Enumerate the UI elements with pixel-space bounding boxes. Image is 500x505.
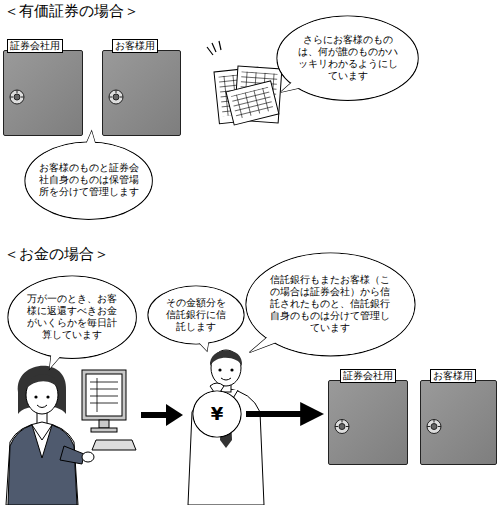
flow-arrow — [246, 411, 305, 417]
safe-dial — [328, 380, 408, 465]
safe-dial — [3, 50, 83, 136]
speech-bubble: 万が一のとき、お客様に返還すべきお金がいくらかを毎日計算しています — [7, 275, 137, 359]
speech-bubble: さらにお客様のものは、何が誰のものかハッキリわかるようにしています — [276, 15, 419, 101]
bubble-text: 万が一のとき、お客様に返還すべきお金がいくらかを毎日計算しています — [26, 293, 118, 341]
flow-arrow — [141, 404, 183, 426]
safe-box: 証券会社用 — [328, 380, 408, 465]
safe-box: お客様用 — [102, 50, 181, 136]
staff-woman — [6, 366, 94, 505]
money-bag: ¥ — [192, 390, 242, 438]
computer — [82, 370, 136, 450]
speech-bubble: お客様のものと証券会社自身のものは保管場所を分けて管理します — [24, 141, 153, 220]
currency-symbol: ¥ — [211, 404, 224, 424]
section-heading: ＜有価証券の場合＞ — [4, 2, 139, 20]
speech-bubble: その金額分を信託銀行に信託します — [147, 285, 245, 345]
document-sheets — [207, 41, 282, 125]
safe-label: お客様用 — [430, 369, 476, 383]
bubble-text: お客様のものと証券会社自身のものは保管場所を分けて管理します — [38, 162, 140, 198]
bubble-text: その金額分を信託銀行に信託します — [164, 297, 228, 333]
section-heading: ＜お金の場合＞ — [4, 245, 109, 263]
safe-box: お客様用 — [420, 380, 497, 465]
bank-man — [188, 350, 264, 505]
safe-dial — [420, 380, 497, 465]
safe-box: 証券会社用 — [3, 50, 83, 136]
safe-label: 証券会社用 — [7, 39, 63, 53]
bubble-text: さらにお客様のものは、何が誰のものかハッキリわかるようにしています — [297, 34, 399, 82]
speech-bubble: 信託銀行もまたお客様（この場合は証券会社）から信託されたものと、信託銀行自身のも… — [245, 252, 416, 357]
safe-label: 証券会社用 — [340, 369, 396, 383]
bubble-text: 信託銀行もまたお客様（この場合は証券会社）から信託されたものと、信託銀行自身のも… — [269, 274, 391, 334]
safe-label: お客様用 — [112, 39, 158, 53]
safe-dial — [102, 50, 181, 136]
